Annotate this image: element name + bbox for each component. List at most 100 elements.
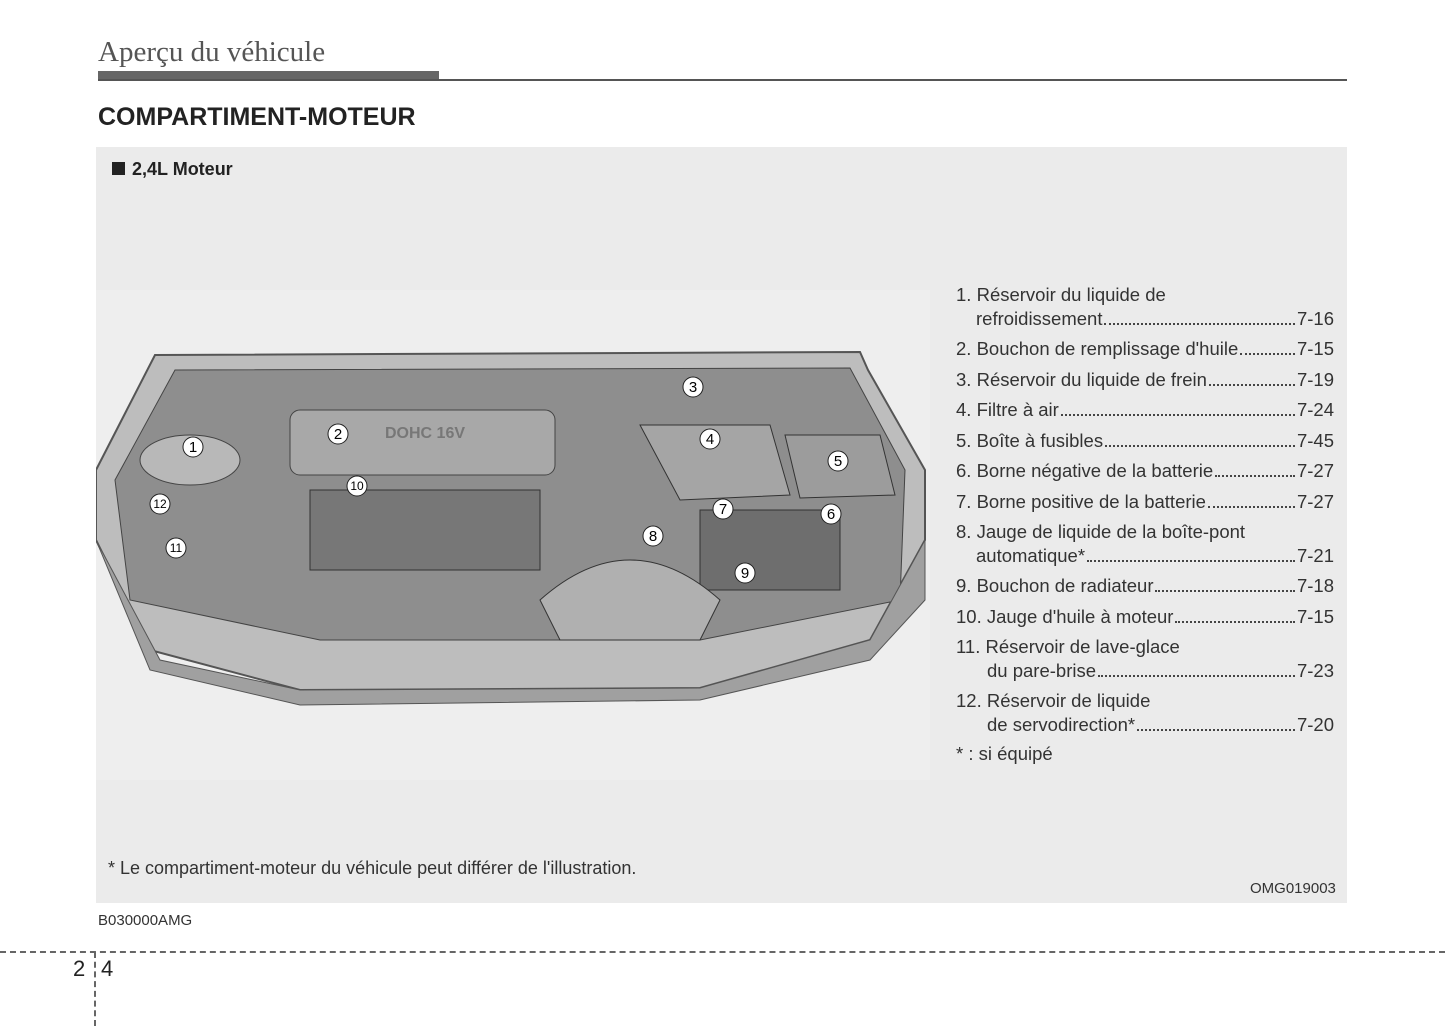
item-number: 5. <box>956 429 972 451</box>
item-number: 10. <box>956 605 982 627</box>
callouts: 1 2 3 4 5 6 7 8 9 10 11 12 <box>149 376 849 584</box>
item-number: 2. <box>956 338 972 359</box>
item-number: 12. <box>956 690 982 711</box>
item-label: automatique* <box>976 544 1086 566</box>
callout-12: 12 <box>153 497 167 511</box>
callout-11: 11 <box>170 541 183 555</box>
dot-leader <box>1087 559 1295 562</box>
list-item-line: 4. Filtre à air 7-24 <box>956 398 1334 422</box>
dot-leader <box>1207 505 1295 508</box>
item-label: Réservoir de liquide <box>986 690 1151 711</box>
page-title: COMPARTIMENT-MOTEUR <box>98 103 416 131</box>
list-item-line: 11. Réservoir de lave-glace <box>956 635 1334 659</box>
callout-1: 1 <box>189 439 197 456</box>
item-label: Borne négative de la batterie <box>976 460 1214 481</box>
item-label: Jauge d'huile à moteur <box>986 605 1174 627</box>
header-bar <box>98 71 439 79</box>
footer-divider <box>0 951 1445 953</box>
header-rule <box>98 79 1347 81</box>
item-label: Boîte à fusibles <box>976 429 1104 451</box>
item-label: Filtre à air <box>976 399 1059 420</box>
callout-6: 6 <box>827 506 835 523</box>
item-number: 9. <box>956 575 972 596</box>
item-page: 7-18 <box>1296 575 1334 596</box>
item-page: 7-27 <box>1296 460 1334 481</box>
list-item-line: 6. Borne négative de la batterie 7-27 <box>956 459 1334 483</box>
list-item: 7. Borne positive de la batterie 7-27 <box>956 490 1334 514</box>
item-label: Réservoir du liquide de frein <box>976 368 1207 390</box>
item-label: refroidissement <box>976 307 1103 329</box>
list-item-line: refroidissement 7-16 <box>956 307 1334 331</box>
item-number: 11. <box>956 636 981 657</box>
callout-9: 9 <box>741 565 749 582</box>
item-number: 1. <box>956 284 972 305</box>
list-item-line: 8. Jauge de liquide de la boîte-pont <box>956 520 1334 544</box>
section-header: Aperçu du véhicule <box>98 36 326 68</box>
callout-8: 8 <box>649 528 657 545</box>
item-page: 7-24 <box>1296 399 1334 420</box>
engine-drawing: DOHC 16V 1 2 3 4 5 6 7 8 9 10 11 12 <box>95 350 926 706</box>
list-item-line: automatique*7-21 <box>956 544 1334 568</box>
item-label: Réservoir de lave-glace <box>985 636 1180 657</box>
callout-4: 4 <box>706 431 714 448</box>
figure-subtitle: 2,4L Moteur <box>112 159 233 180</box>
item-label: Borne positive de la batterie <box>976 490 1206 512</box>
callout-10: 10 <box>350 479 364 493</box>
dot-leader <box>1208 383 1295 386</box>
engine-illustration: DOHC 16V 1 2 3 4 5 6 7 8 9 10 11 12 <box>95 290 930 780</box>
item-page: 7-20 <box>1296 713 1334 735</box>
item-number: 7. <box>956 490 972 512</box>
item-label: du pare-brise <box>987 659 1097 681</box>
item-label: de servodirection* <box>987 713 1136 735</box>
engine-cover-label: DOHC 16V <box>385 425 465 442</box>
dot-leader <box>1215 475 1295 477</box>
item-page: 7-19 <box>1296 368 1334 390</box>
item-page: 7-23 <box>1296 659 1334 681</box>
item-label: Bouchon de radiateur <box>976 575 1154 596</box>
list-item: 9. Bouchon de radiateur 7-18 <box>956 574 1334 598</box>
dot-leader <box>1175 620 1295 623</box>
page-number-divider <box>94 952 96 1026</box>
list-item-line: du pare-brise 7-23 <box>956 659 1334 683</box>
callout-3: 3 <box>689 379 697 396</box>
item-number: 6. <box>956 460 972 481</box>
dot-leader <box>1240 353 1295 355</box>
list-item-line: 9. Bouchon de radiateur 7-18 <box>956 574 1334 598</box>
dot-leader <box>1155 590 1295 592</box>
item-number: 4. <box>956 399 972 420</box>
callout-2: 2 <box>334 426 342 443</box>
list-item-line: 7. Borne positive de la batterie 7-27 <box>956 490 1334 514</box>
document-code: B030000AMG <box>98 912 193 929</box>
image-code: OMG019003 <box>1250 880 1336 897</box>
illustration-note: * Le compartiment-moteur du véhicule peu… <box>108 858 637 878</box>
item-number: 8. <box>956 521 972 542</box>
bullet-square-icon <box>112 162 125 175</box>
item-page: 7-15 <box>1296 338 1334 359</box>
callout-5: 5 <box>834 453 842 470</box>
page-number: 4 <box>101 956 114 981</box>
list-item-line: 1. Réservoir du liquide de <box>956 283 1334 307</box>
item-page: 7-16 <box>1296 307 1334 329</box>
item-label: Réservoir du liquide de <box>976 284 1166 305</box>
list-item: 4. Filtre à air 7-24 <box>956 398 1334 422</box>
dot-leader <box>1105 444 1295 447</box>
dot-leader <box>1060 414 1295 416</box>
callout-7: 7 <box>719 501 727 518</box>
equipped-footnote: * : si équipé <box>956 743 1053 764</box>
subtitle-text: 2,4L Moteur <box>132 159 233 179</box>
list-item-line: 12. Réservoir de liquide <box>956 689 1334 713</box>
item-page: 7-27 <box>1296 490 1334 512</box>
item-label: Jauge de liquide de la boîte-pont <box>976 521 1246 542</box>
